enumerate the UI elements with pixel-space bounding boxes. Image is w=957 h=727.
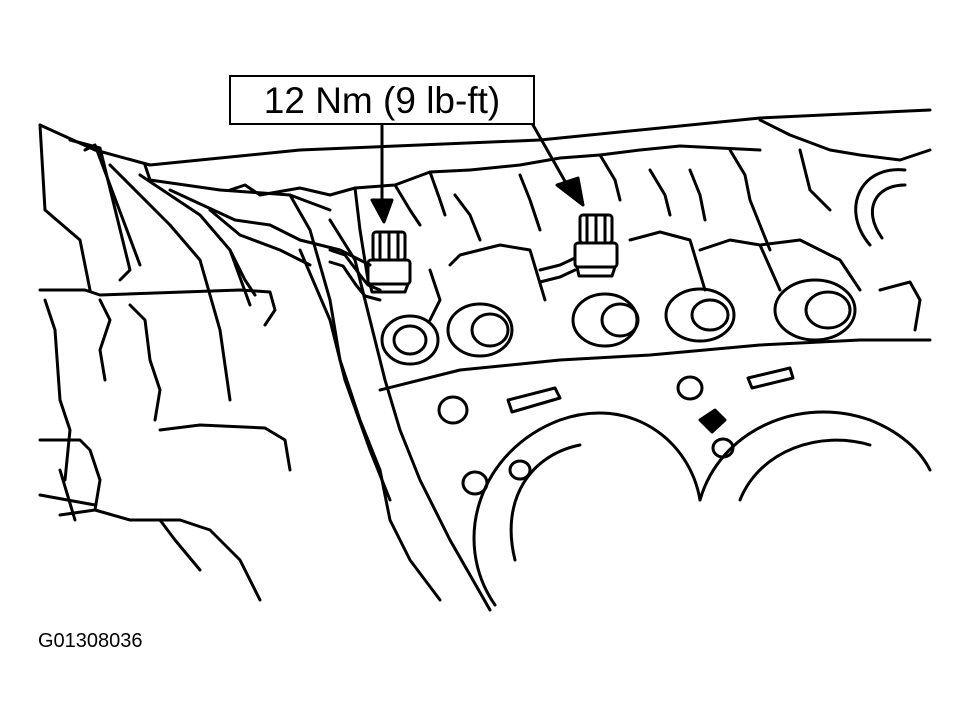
figure-id-label: G01308036 [38, 630, 143, 652]
fuel-fitting-left [366, 230, 412, 294]
right-boss [854, 168, 907, 247]
callout-leader-left [370, 123, 394, 224]
fuel-fitting-right [573, 213, 619, 278]
deck-surface [378, 338, 932, 607]
left-manifold-structure [38, 123, 372, 602]
head-ribs [393, 148, 832, 252]
callout-leader-right [531, 123, 585, 207]
torque-spec-callout: 12 Nm (9 lb-ft) [229, 75, 535, 125]
injector-ports [380, 230, 922, 366]
cylinder-head-outline [38, 108, 932, 212]
torque-spec-label: 12 Nm (9 lb-ft) [263, 79, 501, 121]
